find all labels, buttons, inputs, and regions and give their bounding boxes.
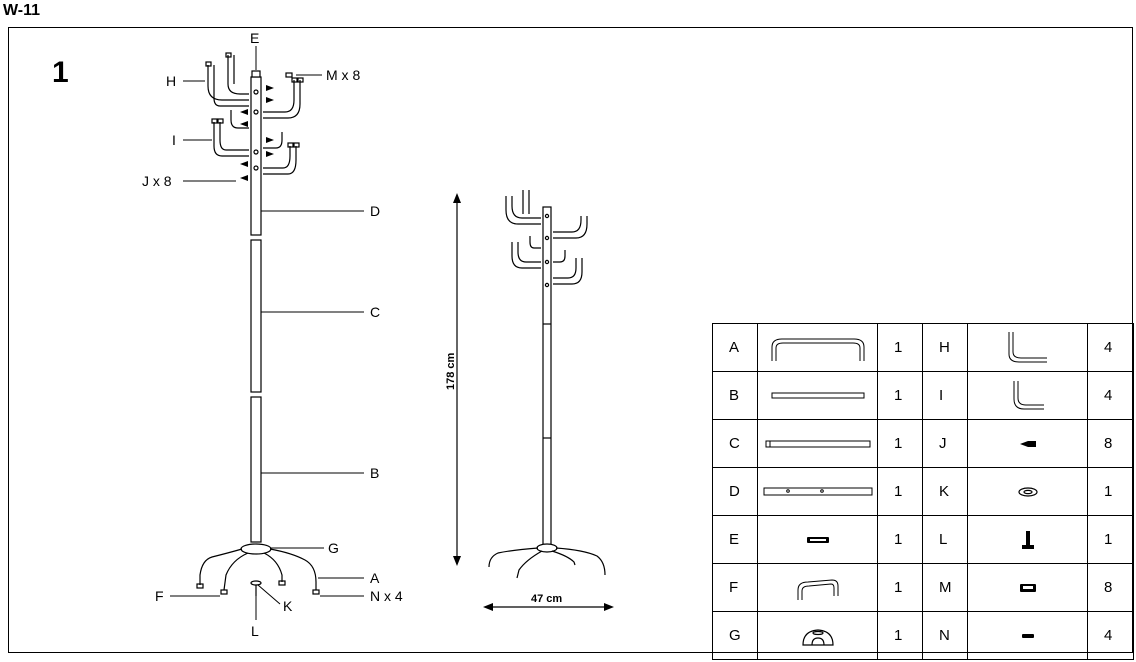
table-row: G 1 N 4 (712, 611, 1134, 660)
table-row: B 1 I 4 (712, 371, 1134, 420)
table-row: E 1 L 1 (712, 515, 1134, 564)
part-b-illustration (757, 371, 878, 420)
part-m-illustration (967, 563, 1088, 612)
base-hub-g (240, 543, 272, 555)
part-qty: 1 (877, 323, 923, 372)
pole-segment-c (250, 239, 262, 393)
part-letter: H (922, 323, 968, 372)
part-qty: 1 (1087, 467, 1134, 516)
part-qty: 1 (877, 419, 923, 468)
part-e-illustration (757, 515, 878, 564)
part-i-illustration (967, 371, 1088, 420)
part-qty: 1 (877, 611, 923, 660)
leg-a-1 (199, 548, 243, 585)
hook-i-1 (213, 122, 249, 157)
part-letter: L (922, 515, 968, 564)
fastener-arrows (240, 85, 274, 181)
callout-c: C (370, 304, 380, 320)
part-letter: N (922, 611, 968, 660)
part-n-illustration (967, 611, 1088, 660)
part-h-illustration (967, 323, 1088, 372)
part-qty: 1 (877, 371, 923, 420)
hook-h-3 (263, 80, 295, 113)
model-code: W-11 (3, 2, 41, 19)
hook-i-4 (263, 132, 283, 149)
top-cap-e (251, 70, 261, 78)
callout-n: N x 4 (370, 588, 403, 604)
part-letter: G (712, 611, 758, 660)
part-l-illustration (967, 515, 1088, 564)
part-d-illustration (757, 467, 878, 516)
pole-segment-b (250, 396, 262, 543)
part-letter: C (712, 419, 758, 468)
part-qty: 1 (1087, 515, 1134, 564)
leader-lines (170, 46, 364, 620)
part-g-illustration (757, 611, 878, 660)
leg-a-4 (263, 552, 283, 582)
table-row: D 1 K 1 (712, 467, 1134, 516)
callout-m: M x 8 (326, 67, 360, 83)
dimension-arrows (453, 193, 614, 611)
callout-h: H (166, 73, 176, 89)
step-number: 1 (52, 56, 69, 89)
table-row: F 1 M 8 (712, 563, 1134, 612)
part-f-illustration (757, 563, 878, 612)
assembled-coat-stand (488, 190, 606, 579)
dimension-height-label: 178 cm (445, 352, 457, 390)
hook-i-3 (263, 146, 291, 169)
part-letter: B (712, 371, 758, 420)
part-a-illustration (757, 323, 878, 372)
part-k-illustration (967, 467, 1088, 516)
part-qty: 8 (1087, 419, 1134, 468)
dimension-width-label: 47 cm (531, 593, 562, 605)
part-j-illustration (967, 419, 1088, 468)
part-c-illustration (757, 419, 878, 468)
callout-e: E (250, 30, 259, 46)
part-letter: M (922, 563, 968, 612)
hook-h-1 (207, 65, 249, 101)
callout-g: G (328, 540, 339, 556)
callout-i: I (172, 132, 176, 148)
part-letter: J (922, 419, 968, 468)
part-qty: 4 (1087, 611, 1134, 660)
callout-k: K (283, 598, 293, 614)
leg-a-2 (269, 548, 317, 590)
part-letter: F (712, 563, 758, 612)
part-qty: 4 (1087, 371, 1134, 420)
hook-i-2 (230, 110, 249, 129)
leg-a-3 (223, 552, 249, 591)
part-letter: A (712, 323, 758, 372)
table-row: A 1 H 4 (712, 323, 1134, 372)
pole-segment-d (250, 76, 262, 236)
part-qty: 1 (877, 515, 923, 564)
callout-l: L (251, 623, 259, 639)
part-qty: 1 (877, 563, 923, 612)
part-qty: 1 (877, 467, 923, 516)
callout-f: F (155, 588, 164, 604)
callout-b: B (370, 465, 379, 481)
exploded-coat-stand (196, 52, 320, 596)
part-letter: K (922, 467, 968, 516)
table-row: C 1 J 8 (712, 419, 1134, 468)
part-letter: I (922, 371, 968, 420)
part-letter: D (712, 467, 758, 516)
callout-d: D (370, 203, 380, 219)
part-letter: E (712, 515, 758, 564)
callout-j: J x 8 (142, 173, 172, 189)
parts-table: A 1 H 4 B 1 I 4 C (712, 323, 1134, 660)
part-qty: 8 (1087, 563, 1134, 612)
part-qty: 4 (1087, 323, 1134, 372)
callout-a: A (370, 570, 380, 586)
